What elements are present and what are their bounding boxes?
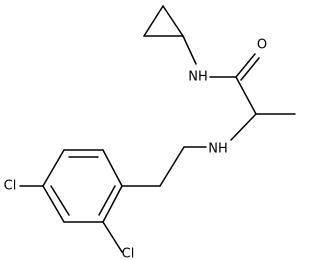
bond-ring-3 — [42, 149, 65, 187]
bond-cyclopropyl-nh — [182, 35, 197, 65]
bond-ring-1 — [102, 149, 123, 187]
bond-ring-cl-ortho — [102, 221, 123, 253]
bond-ring-inner-3 — [98, 185, 116, 216]
amine-nh-label: NH — [208, 142, 228, 157]
bond-ring-4 — [42, 185, 65, 223]
structure-drawing: O NH NH Cl Cl — [4, 5, 296, 260]
bond-carbonyl-o-2 — [240, 57, 260, 81]
oxygen-label: O — [257, 38, 267, 53]
bond-carbonyl-o-1 — [235, 53, 256, 78]
bond-ch2-ch2 — [159, 146, 185, 187]
amide-nh-label: NH — [188, 70, 208, 85]
molecule-canvas: O NH NH Cl Cl — [4, 5, 296, 260]
bond-cyclopropyl-1 — [143, 5, 164, 37]
bond-alpha-amine — [230, 113, 257, 141]
bond-carbonyl-alpha — [235, 76, 257, 115]
chlorine-para-label: Cl — [4, 179, 17, 194]
bond-cyclopropyl-2 — [162, 5, 184, 37]
chlorine-ortho-label: Cl — [122, 247, 135, 260]
bond-ring-6 — [102, 185, 123, 223]
bond-ring-inner-2 — [50, 185, 70, 216]
